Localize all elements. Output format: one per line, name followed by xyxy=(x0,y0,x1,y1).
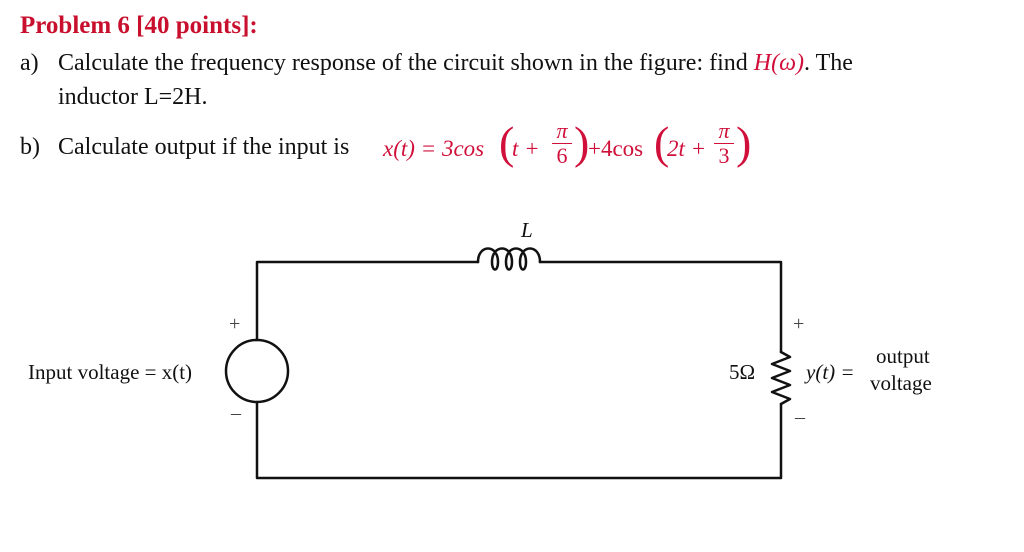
fraction-2: π 3 xyxy=(714,120,734,167)
fraction-2-bar xyxy=(714,143,734,144)
fraction-1-den: 6 xyxy=(556,143,568,168)
output-plus: + xyxy=(793,313,805,335)
fraction-2-den: 3 xyxy=(718,143,730,168)
formula-mid: +4cos xyxy=(588,136,644,161)
paren-close-1: ) xyxy=(574,117,590,168)
input-voltage-label: Input voltage = x(t) xyxy=(28,360,193,384)
wire-bottom-right xyxy=(255,400,783,480)
part-a-after: . The xyxy=(804,50,853,76)
part-a-marker: a) xyxy=(20,50,39,76)
voltage-source xyxy=(224,338,290,404)
output-expr: y(t) = xyxy=(806,360,855,384)
formula-term1: t + xyxy=(512,136,540,161)
inductor-coil xyxy=(476,247,542,271)
fraction-1-num: π xyxy=(556,118,568,143)
wire-top-right xyxy=(538,260,783,354)
part-a-line1: Calculate the frequency response of the … xyxy=(58,50,853,77)
fraction-1: π 6 xyxy=(552,120,572,167)
source-minus: – xyxy=(231,402,241,424)
part-a-arg: (ω) xyxy=(771,50,805,76)
output-minus: – xyxy=(795,406,805,428)
source-plus: + xyxy=(229,313,241,335)
fraction-1-bar xyxy=(552,143,572,144)
part-a-line2: inductor L=2H. xyxy=(58,84,208,110)
paren-open-1: ( xyxy=(499,117,515,168)
part-b-marker: b) xyxy=(20,134,40,160)
inductor-label: L xyxy=(521,218,533,242)
formula-lhs: x(t) = 3cos xyxy=(383,136,485,161)
output-word-2: voltage xyxy=(870,371,932,395)
paren-close-2: ) xyxy=(736,117,752,168)
part-a-func: H xyxy=(753,50,772,76)
resistor-zigzag xyxy=(770,350,792,406)
part-b-text: Calculate output if the input is xyxy=(58,134,350,160)
resistor-label: 5Ω xyxy=(729,360,756,384)
wire-top-left xyxy=(255,260,480,342)
problem-title: Problem 6 [40 points]: xyxy=(20,12,258,39)
paren-open-2: ( xyxy=(654,117,670,168)
output-word-1: output xyxy=(876,344,930,368)
fraction-2-num: π xyxy=(718,118,730,143)
part-a-text: Calculate the frequency response of the … xyxy=(58,50,748,76)
formula-term2: 2t + xyxy=(667,136,707,161)
